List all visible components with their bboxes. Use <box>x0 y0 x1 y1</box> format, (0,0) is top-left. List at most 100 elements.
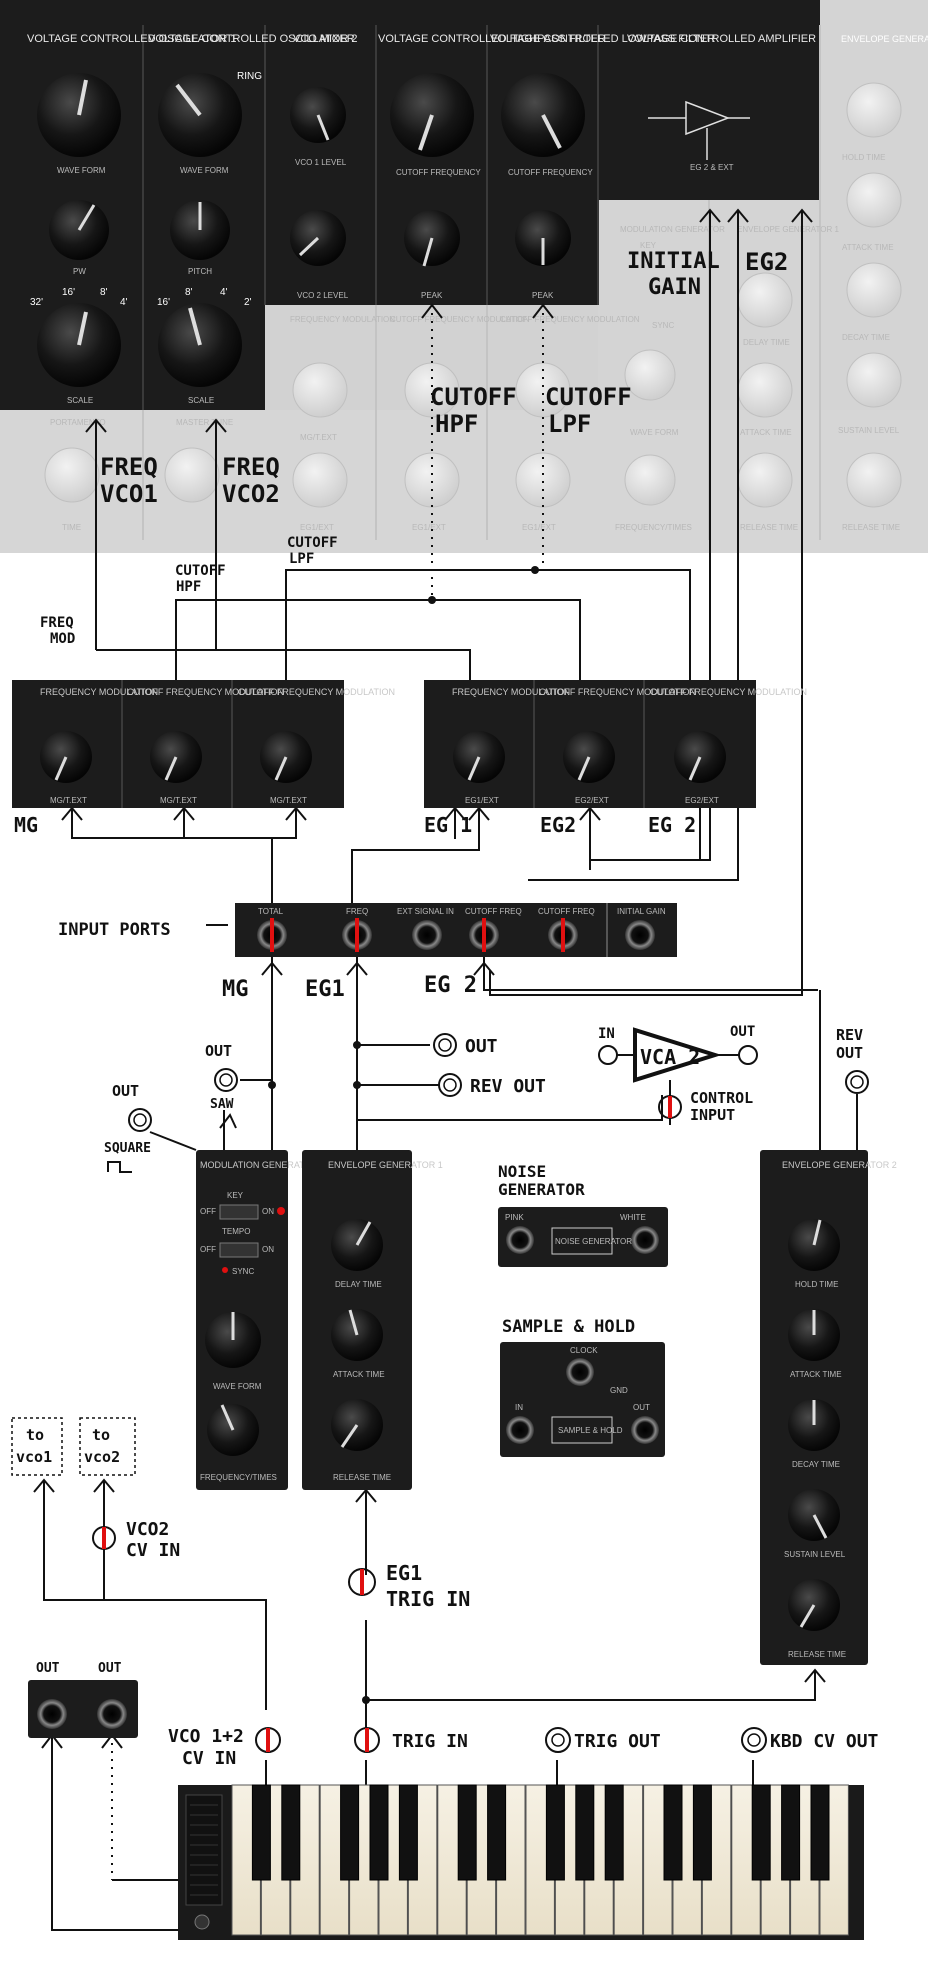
mid-r-cfm1-label: EG2/EXT <box>575 796 609 805</box>
black-key[interactable] <box>663 1784 683 1881</box>
sh-clock-jack[interactable] <box>566 1358 594 1386</box>
keyboard <box>178 1784 864 1940</box>
scale2-2: 2' <box>244 297 252 308</box>
hw-noise: NOISE <box>498 1162 546 1181</box>
mg-tempo-switch[interactable] <box>219 1242 259 1258</box>
vca2-in-jack[interactable] <box>598 1045 618 1065</box>
faded-cfm1-eg1: EG1/EXT <box>412 523 446 532</box>
top-handwritten-labels: FREQ VCO1 FREQ VCO2 CUTOFF HPF CUTOFF LP… <box>40 248 788 647</box>
mg-on-1: ON <box>262 1207 274 1216</box>
vca2-out-jack[interactable] <box>738 1045 758 1065</box>
black-key[interactable] <box>692 1784 712 1881</box>
faded-hold-time: HOLD TIME <box>842 153 885 162</box>
eg1-rev-out-jack[interactable] <box>438 1073 462 1097</box>
noise-pink-label: PINK <box>505 1213 524 1222</box>
eg2-release-label: RELEASE TIME <box>788 1650 846 1659</box>
vco1-level-label: VCO 1 LEVEL <box>295 158 347 167</box>
hw-cutoff-hpf-small: CUTOFF <box>175 563 226 579</box>
eg1-out-jack[interactable] <box>433 1033 457 1057</box>
scale2-4: 4' <box>220 287 228 298</box>
faded-fm-mg: MG/T.EXT <box>300 433 337 442</box>
sample-hold-module: CLOCK GND IN OUT SAMPLE & HOLD <box>500 1342 665 1457</box>
black-key[interactable] <box>487 1784 507 1881</box>
hw-vco1: VCO1 <box>100 480 158 508</box>
scale2-16: 16' <box>157 297 170 308</box>
ring-label: RING <box>237 71 262 82</box>
mid-r-fm-title: FREQUENCY MODULATION <box>452 687 570 697</box>
hw-input-ports: INPUT PORTS <box>58 920 171 940</box>
hw-hpf-small: HPF <box>176 579 201 595</box>
black-key[interactable] <box>781 1784 801 1881</box>
black-key[interactable] <box>545 1784 565 1881</box>
port-gain-label: INITIAL GAIN <box>617 907 666 916</box>
hw-kbd-cv-out: KBD CV OUT <box>770 1731 879 1752</box>
black-key[interactable] <box>810 1784 830 1881</box>
faded-fm-title: FREQUENCY MODULATION <box>290 315 395 324</box>
port-cutoff2-label: CUTOFF FREQ <box>538 907 595 916</box>
port-ext-jack[interactable] <box>412 920 442 950</box>
hw-freq-mod: FREQ <box>40 615 74 631</box>
black-key[interactable] <box>457 1784 477 1881</box>
port-total-label: TOTAL <box>258 907 284 916</box>
mid-l-fm-title: FREQUENCY MODULATION <box>40 687 158 697</box>
mg-key-switch[interactable] <box>219 1204 259 1220</box>
black-key[interactable] <box>604 1784 624 1881</box>
mid-r-fm-label: EG1/EXT <box>465 796 499 805</box>
faded-cfm2-title: CUTOFF FREQUENCY MODULATION <box>500 315 640 324</box>
patch-wires <box>33 208 826 1931</box>
noise-pink-jack[interactable] <box>506 1226 534 1254</box>
hw-cv-in: CV IN <box>126 1540 180 1561</box>
black-keys <box>251 1784 830 1881</box>
scale2-8: 8' <box>185 287 193 298</box>
hw-saw: SAW <box>210 1097 234 1112</box>
vco-mixer-title: VCO MIXER <box>293 33 355 45</box>
black-key[interactable] <box>369 1784 389 1881</box>
vca-title: VOLTAGE CONTROLLED AMPLIFIER <box>627 33 816 45</box>
eg2-attack-label: ATTACK TIME <box>790 1370 842 1379</box>
black-key[interactable] <box>340 1784 360 1881</box>
saw-out-jack[interactable] <box>214 1068 238 1092</box>
scale-4: 4' <box>120 297 128 308</box>
lpf-cutoff-label: CUTOFF FREQUENCY <box>508 168 593 177</box>
faded-delay-time: DELAY TIME <box>743 338 790 347</box>
hpf-peak-label: PEAK <box>421 291 443 300</box>
hw-eg2-b: EG 2 <box>648 813 696 837</box>
mg-sync-label: SYNC <box>232 1267 254 1276</box>
pitch-wheel[interactable] <box>185 1794 223 1906</box>
square-out-jack[interactable] <box>128 1108 152 1132</box>
sh-out-jack[interactable] <box>631 1416 659 1444</box>
faded-fm-eg1: EG1/EXT <box>300 523 334 532</box>
port-gain-jack[interactable] <box>625 920 655 950</box>
scale-16: 16' <box>62 287 75 298</box>
noise-generator-module: PINK WHITE NOISE GENERATOR <box>498 1207 668 1267</box>
noise-white-jack[interactable] <box>631 1226 659 1254</box>
hw-mg-b: MG <box>222 977 249 1002</box>
sh-in-jack[interactable] <box>506 1416 534 1444</box>
hw-mod: MOD <box>50 631 75 647</box>
black-key[interactable] <box>281 1784 301 1881</box>
hw-eg1-rev-out: REV OUT <box>470 1076 546 1097</box>
black-key[interactable] <box>575 1784 595 1881</box>
black-key[interactable] <box>398 1784 418 1881</box>
sh-out-label: OUT <box>633 1403 650 1412</box>
middle-panel-left: FREQUENCY MODULATION CUTOFF FREQUENCY MO… <box>12 680 395 808</box>
eg1-title: ENVELOPE GENERATOR 1 <box>328 1160 443 1170</box>
eg2-rev-out-jack[interactable] <box>845 1070 869 1094</box>
out-jack-2[interactable] <box>97 1699 127 1729</box>
faded-cfm1-title: CUTOFF FREQUENCY MODULATION <box>390 315 530 324</box>
hw-vca2-in: IN <box>598 1026 615 1042</box>
black-key[interactable] <box>751 1784 771 1881</box>
hw-initial: INITIAL <box>627 249 720 274</box>
black-key[interactable] <box>251 1784 271 1881</box>
audio-out-module: OUT OUT <box>28 1661 138 1738</box>
hw-rev: REV <box>836 1026 863 1044</box>
kbd-cv-out-jack[interactable] <box>741 1727 767 1753</box>
trig-out-jack[interactable] <box>545 1727 571 1753</box>
hw-eg2-top: EG2 <box>745 248 788 276</box>
hw-cutoff-hpf: CUTOFF <box>430 383 517 411</box>
eg1-release-label: RELEASE TIME <box>333 1473 391 1482</box>
faded-mg-title: MODULATION GENERATOR <box>620 225 725 234</box>
faded-knobs <box>44 82 902 508</box>
out-jack-1[interactable] <box>37 1699 67 1729</box>
vchpf-title: VOLTAGE CONTROLLED HIGHPASS FILTER <box>378 33 606 45</box>
